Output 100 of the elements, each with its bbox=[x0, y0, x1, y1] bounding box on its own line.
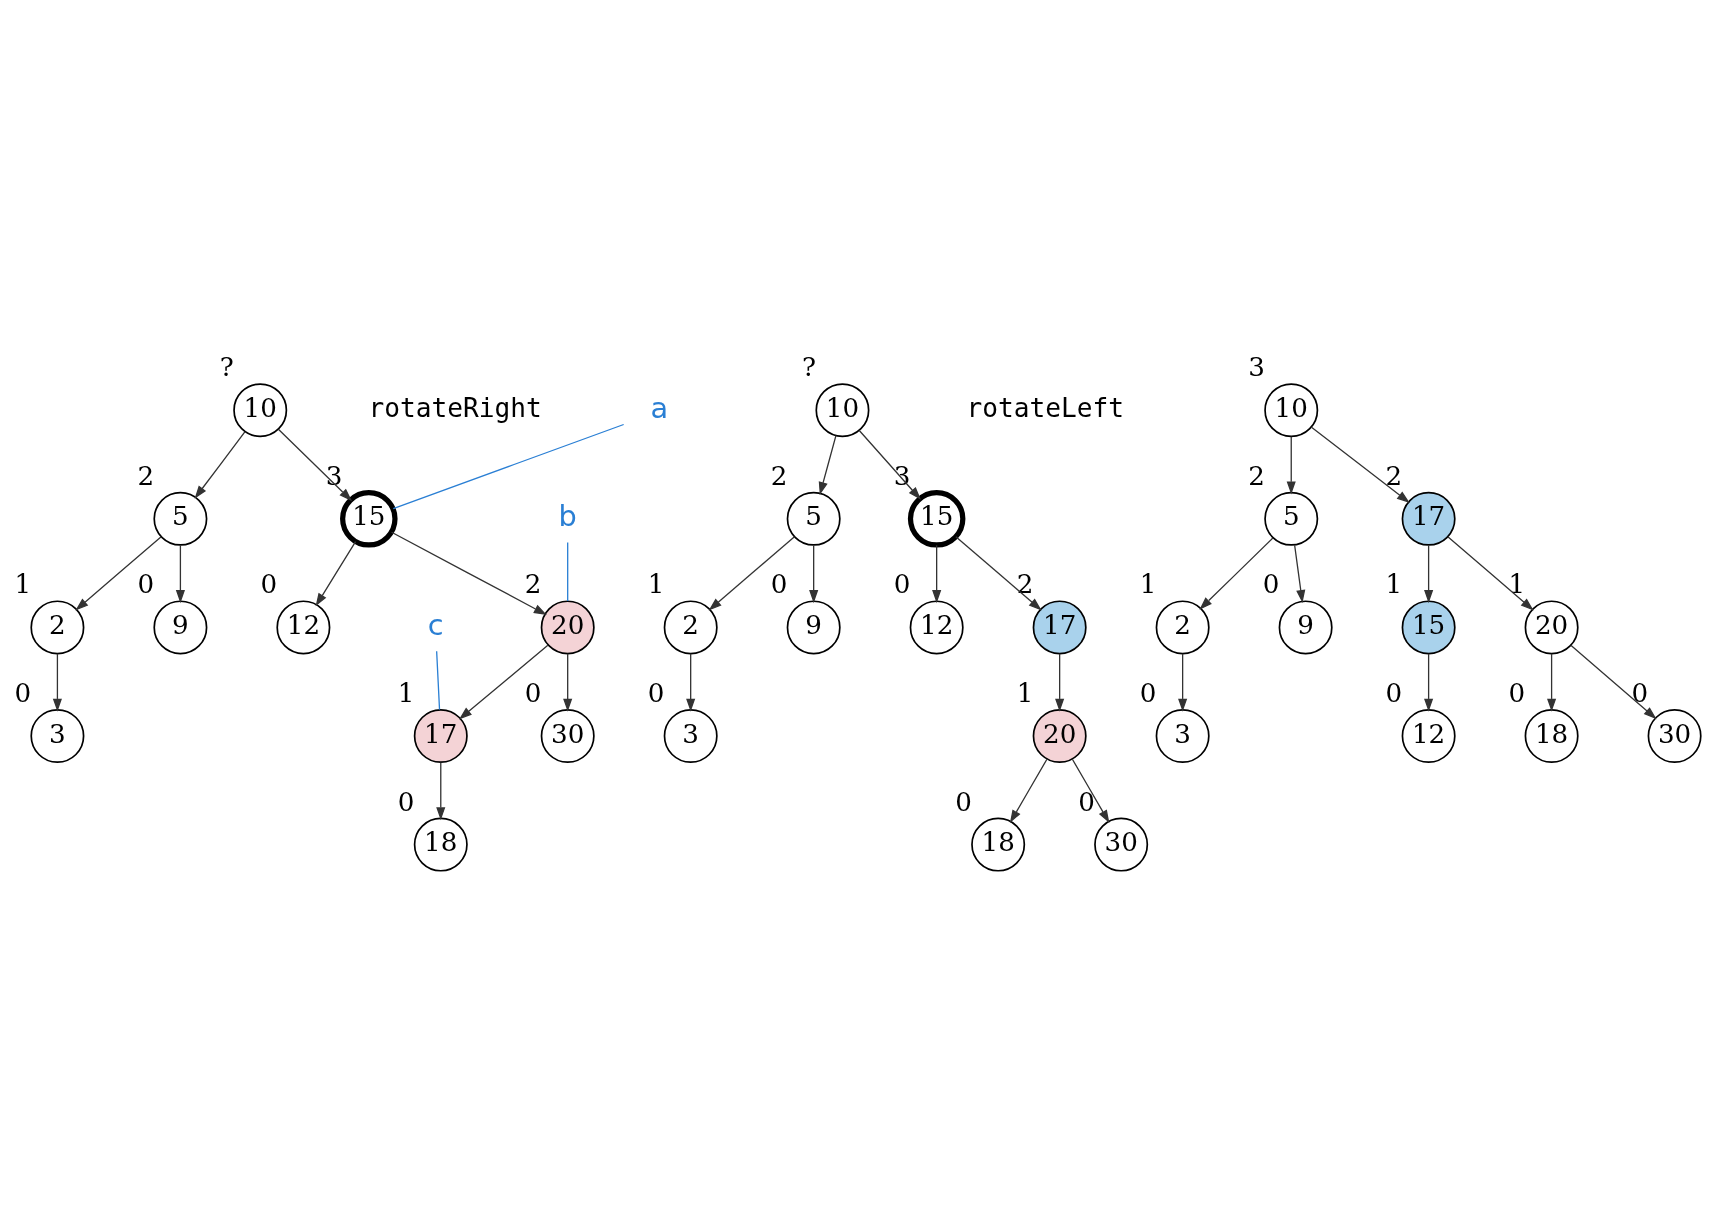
node-circle: 5 bbox=[786, 491, 841, 546]
node-circle: 17 bbox=[413, 709, 468, 763]
arrow bbox=[1009, 758, 1048, 824]
node-text: b bbox=[558, 499, 577, 534]
label: rotateLeft bbox=[966, 392, 1124, 423]
arrow bbox=[818, 434, 837, 496]
node-label: 0 bbox=[14, 677, 32, 708]
node-label: 0 bbox=[137, 569, 155, 600]
connector bbox=[567, 541, 569, 602]
node-circle: 18 bbox=[1524, 709, 1579, 763]
arrow bbox=[809, 544, 819, 604]
arrow bbox=[1286, 436, 1296, 495]
node-circle: 20 bbox=[1524, 600, 1579, 655]
node-label: ? bbox=[802, 352, 817, 383]
node-label: 3 bbox=[1248, 352, 1265, 383]
node-label: 1 bbox=[397, 677, 415, 708]
node-circle: 30 bbox=[1647, 709, 1702, 763]
node-label: 0 bbox=[524, 677, 542, 708]
arrow bbox=[1294, 544, 1306, 604]
arrow bbox=[1199, 537, 1274, 610]
node-circle: 10 bbox=[233, 383, 288, 438]
node-label: 0 bbox=[893, 569, 911, 600]
node-label: 0 bbox=[1078, 786, 1095, 817]
node-label: 0 bbox=[1385, 677, 1403, 708]
node-label: 0 bbox=[1631, 677, 1649, 708]
node-label: 1 bbox=[14, 569, 32, 600]
node-label: 0 bbox=[1508, 677, 1526, 708]
arrow bbox=[1310, 426, 1410, 503]
node-label: 0 bbox=[647, 677, 665, 708]
arrow bbox=[315, 540, 357, 607]
arrow bbox=[1178, 653, 1188, 712]
node-circle: 17 bbox=[1401, 491, 1456, 546]
node-label: 2 bbox=[1385, 460, 1403, 491]
arrow bbox=[1424, 544, 1434, 604]
arrow bbox=[686, 653, 696, 712]
arrow bbox=[708, 536, 796, 611]
node-circle: 2 bbox=[663, 600, 718, 655]
arrow bbox=[278, 428, 353, 502]
arrow bbox=[390, 531, 547, 615]
node-circle: 3 bbox=[1155, 709, 1210, 763]
node-text: a bbox=[650, 390, 669, 425]
arrow bbox=[75, 536, 162, 611]
node-text: c bbox=[427, 607, 444, 642]
node-label: 1 bbox=[1508, 569, 1526, 600]
node-label: 1 bbox=[647, 569, 665, 600]
node-circle: 2 bbox=[30, 600, 85, 655]
node-circle: 3 bbox=[30, 709, 85, 763]
node-circle: 20 bbox=[540, 600, 595, 655]
node-label: 0 bbox=[397, 786, 415, 817]
node-circle: 10 bbox=[1264, 383, 1319, 438]
arrow bbox=[194, 431, 246, 499]
node-circle: 30 bbox=[1094, 817, 1149, 872]
node-circle: 12 bbox=[1401, 709, 1456, 763]
node-circle: 12 bbox=[909, 600, 964, 655]
node-circle: 5 bbox=[153, 491, 208, 546]
arrow bbox=[1570, 644, 1657, 720]
node-label: 2 bbox=[524, 569, 542, 600]
node-circle: 20 bbox=[1032, 709, 1087, 763]
node-label: 0 bbox=[1262, 569, 1280, 600]
node-circle: 15 bbox=[907, 490, 966, 548]
node-label: 3 bbox=[325, 460, 343, 491]
node-circle: 9 bbox=[153, 600, 208, 655]
node-circle: 30 bbox=[540, 709, 595, 763]
arrow bbox=[955, 536, 1042, 611]
node-circle: 9 bbox=[786, 600, 841, 655]
node-circle: 3 bbox=[663, 709, 718, 763]
arrow bbox=[1424, 653, 1434, 712]
node-label: 1 bbox=[1139, 569, 1157, 600]
arrow bbox=[52, 653, 62, 712]
arrow bbox=[563, 653, 573, 712]
connector bbox=[436, 650, 441, 711]
label: rotateRight bbox=[368, 392, 542, 423]
node-label: 0 bbox=[260, 569, 278, 600]
arrow bbox=[858, 429, 921, 500]
node-circle: 10 bbox=[815, 383, 870, 438]
node-circle: 15 bbox=[1401, 600, 1456, 655]
arrow bbox=[1547, 653, 1557, 712]
node-circle: 9 bbox=[1278, 600, 1333, 655]
node-circle: 17 bbox=[1032, 600, 1087, 655]
node-label: 0 bbox=[1139, 677, 1157, 708]
connector bbox=[392, 423, 625, 510]
node-label: 2 bbox=[1016, 569, 1034, 600]
node-circle: 18 bbox=[971, 817, 1026, 872]
arrow bbox=[1071, 758, 1110, 824]
arrow bbox=[458, 644, 549, 720]
node-label: 2 bbox=[137, 460, 155, 491]
node-circle: 18 bbox=[413, 817, 468, 872]
node-label: ? bbox=[219, 352, 234, 383]
arrow bbox=[932, 544, 942, 604]
node-label: 0 bbox=[955, 786, 972, 817]
arrow bbox=[436, 761, 446, 821]
arrow bbox=[175, 544, 185, 604]
node-circle: 12 bbox=[276, 600, 331, 655]
node-label: 2 bbox=[1248, 460, 1265, 491]
node-label: 0 bbox=[770, 569, 788, 600]
node-circle: 5 bbox=[1264, 491, 1319, 546]
arrow bbox=[1055, 653, 1065, 712]
node-label: 1 bbox=[1385, 569, 1403, 600]
arrow bbox=[1447, 536, 1534, 611]
node-label: 1 bbox=[1016, 677, 1034, 708]
